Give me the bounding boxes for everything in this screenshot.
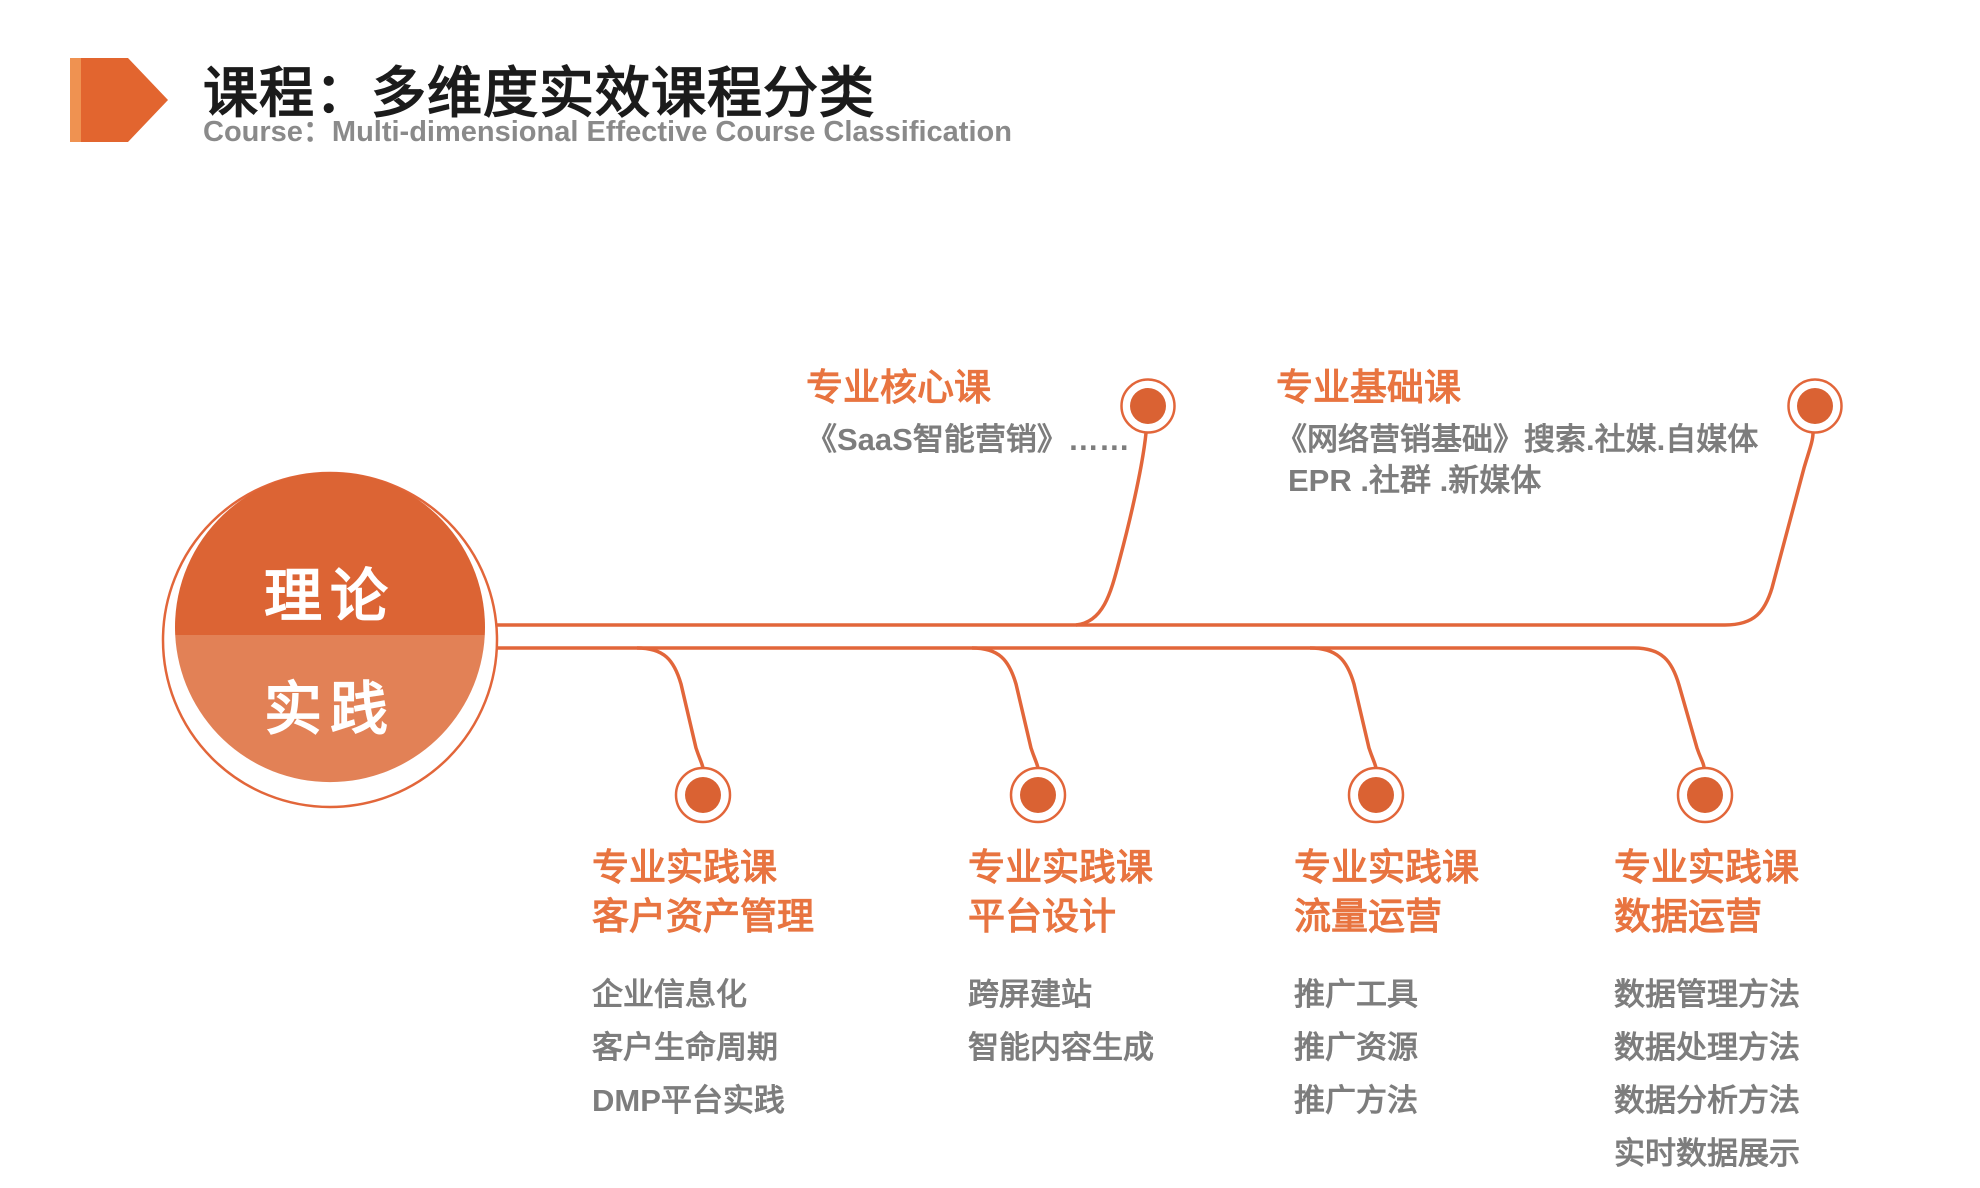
page-subtitle: Course：Multi-dimensional Effective Cours… [203,116,1012,148]
branch-heading-line: 数据运营 [1614,896,1762,937]
branch-heading-line: 专业实践课 [968,847,1153,888]
course-item: 客户生命周期 [592,1030,778,1065]
course-item: DMP平台实践 [592,1083,785,1118]
practice-node-2-icon [1009,766,1067,824]
course-item: 推广资源 [1294,1030,1418,1065]
branch-heading-line: 专业实践课 [592,847,777,888]
hub-practice-label: 实践 [263,677,396,742]
basic-course-node-icon [1787,378,1843,434]
branch-heading-line: 专业实践课 [1294,847,1479,888]
branch-basic-course: 专业基础课 《网络营销基础》搜索.社媒.自媒体 EPR .社群 .新媒体 [1276,366,1758,501]
title-marker-icon [70,58,168,142]
branch-detail-line: EPR .社群 .新媒体 [1288,463,1542,498]
branch-heading: 专业基础课 [1276,367,1461,408]
branch-traffic-operation: 专业实践课 流量运营 推广工具 推广资源 推广方法 [1294,843,1479,1127]
branch-heading-line: 专业实践课 [1614,847,1799,888]
branch-detail-line: 《网络营销基础》搜索.社媒.自媒体 [1276,422,1759,457]
page-title: 课程：多维度实效课程分类 [203,62,876,124]
practice-branch-3-connector-line [1309,646,1378,769]
hub-top-half-icon [174,472,485,635]
practice-node-4-icon [1676,766,1734,824]
course-item: 数据处理方法 [1614,1030,1800,1065]
theory-main-line [496,432,1815,627]
course-item: 企业信息化 [592,977,747,1012]
practice-main-line [497,646,1706,769]
branch-core-course: 专业核心课 《SaaS智能营销》…… [806,366,1130,460]
branch-heading-line: 流量运营 [1294,896,1442,937]
branch-heading: 专业核心课 [806,367,991,408]
course-item: 推广工具 [1294,977,1418,1012]
core-course-node-icon [1120,378,1176,434]
course-item: 实时数据展示 [1614,1136,1800,1171]
branch-data-operation: 专业实践课 数据运营 数据管理方法 数据处理方法 数据分析方法 实时数据展示 [1614,843,1800,1180]
course-item: 推广方法 [1294,1083,1418,1118]
practice-branch-2-connector-line [971,646,1040,769]
branch-heading-line: 平台设计 [968,896,1116,937]
branch-platform-design: 专业实践课 平台设计 跨屏建站 智能内容生成 [968,843,1154,1074]
branch-detail-line: 《SaaS智能营销》…… [806,422,1130,457]
course-item: 跨屏建站 [968,977,1092,1012]
course-item: 智能内容生成 [968,1030,1154,1065]
practice-node-3-icon [1347,766,1405,824]
course-item: 数据管理方法 [1614,977,1800,1012]
practice-branch-1-connector-line [636,646,705,769]
practice-node-1-icon [674,766,732,824]
core-course-connector-line [1075,432,1148,627]
course-item: 数据分析方法 [1614,1083,1800,1118]
branch-customer-asset: 专业实践课 客户资产管理 企业信息化 客户生命周期 DMP平台实践 [592,843,814,1127]
branch-heading-line: 客户资产管理 [592,896,814,937]
hub-theory-label: 理论 [263,564,396,629]
hub-bottom-half-icon [175,635,485,783]
